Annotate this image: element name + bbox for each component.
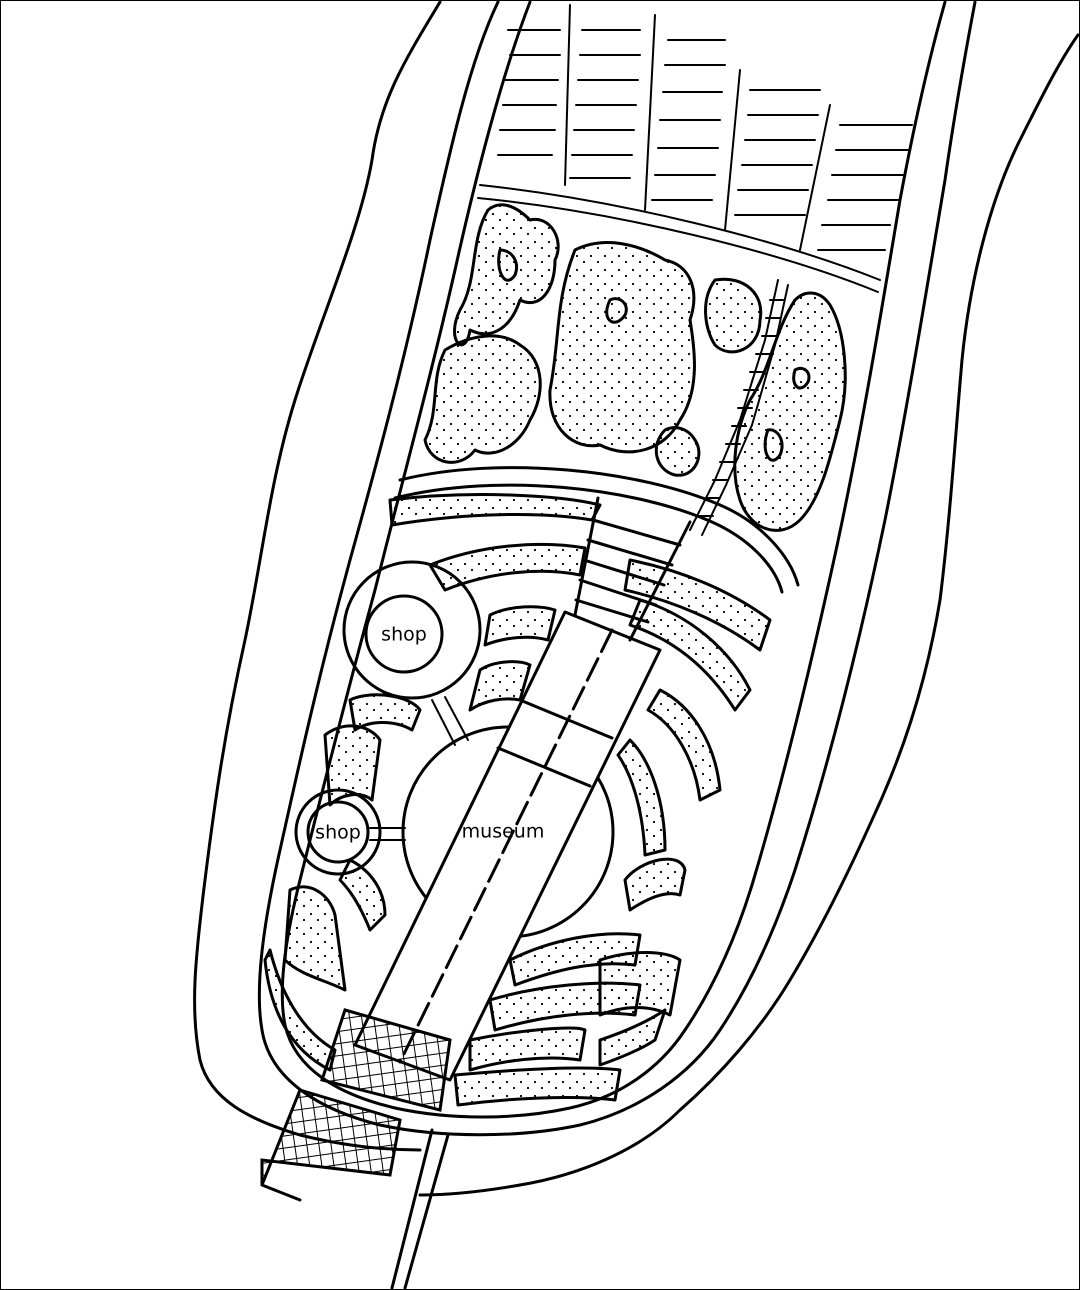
south-plaza [260, 1008, 452, 1202]
river-bank-right [418, 33, 1080, 1197]
central-axis [353, 610, 662, 1082]
curved-road-outer [398, 466, 800, 587]
river-bank-left [193, 0, 442, 1152]
shop-large-label: shop [381, 624, 427, 646]
island-outline [257, 0, 977, 1137]
museum-label: museum [462, 821, 545, 843]
shop-large-inner [364, 594, 444, 674]
south-walkway [390, 1128, 450, 1290]
island-inner-outline [280, 0, 947, 1119]
tree-clusters [423, 203, 847, 532]
north-bridge [573, 496, 692, 642]
shop-large-connector [431, 696, 469, 746]
stair-path [689, 279, 789, 536]
shop-small-label: shop [315, 822, 361, 844]
shop-large-outer [342, 560, 482, 700]
curved-road-inner [393, 483, 784, 594]
terraced-fields [477, 4, 913, 293]
shop-small-connector [369, 827, 406, 841]
shop-small-outer [294, 788, 382, 876]
shop-small-inner [306, 800, 370, 864]
